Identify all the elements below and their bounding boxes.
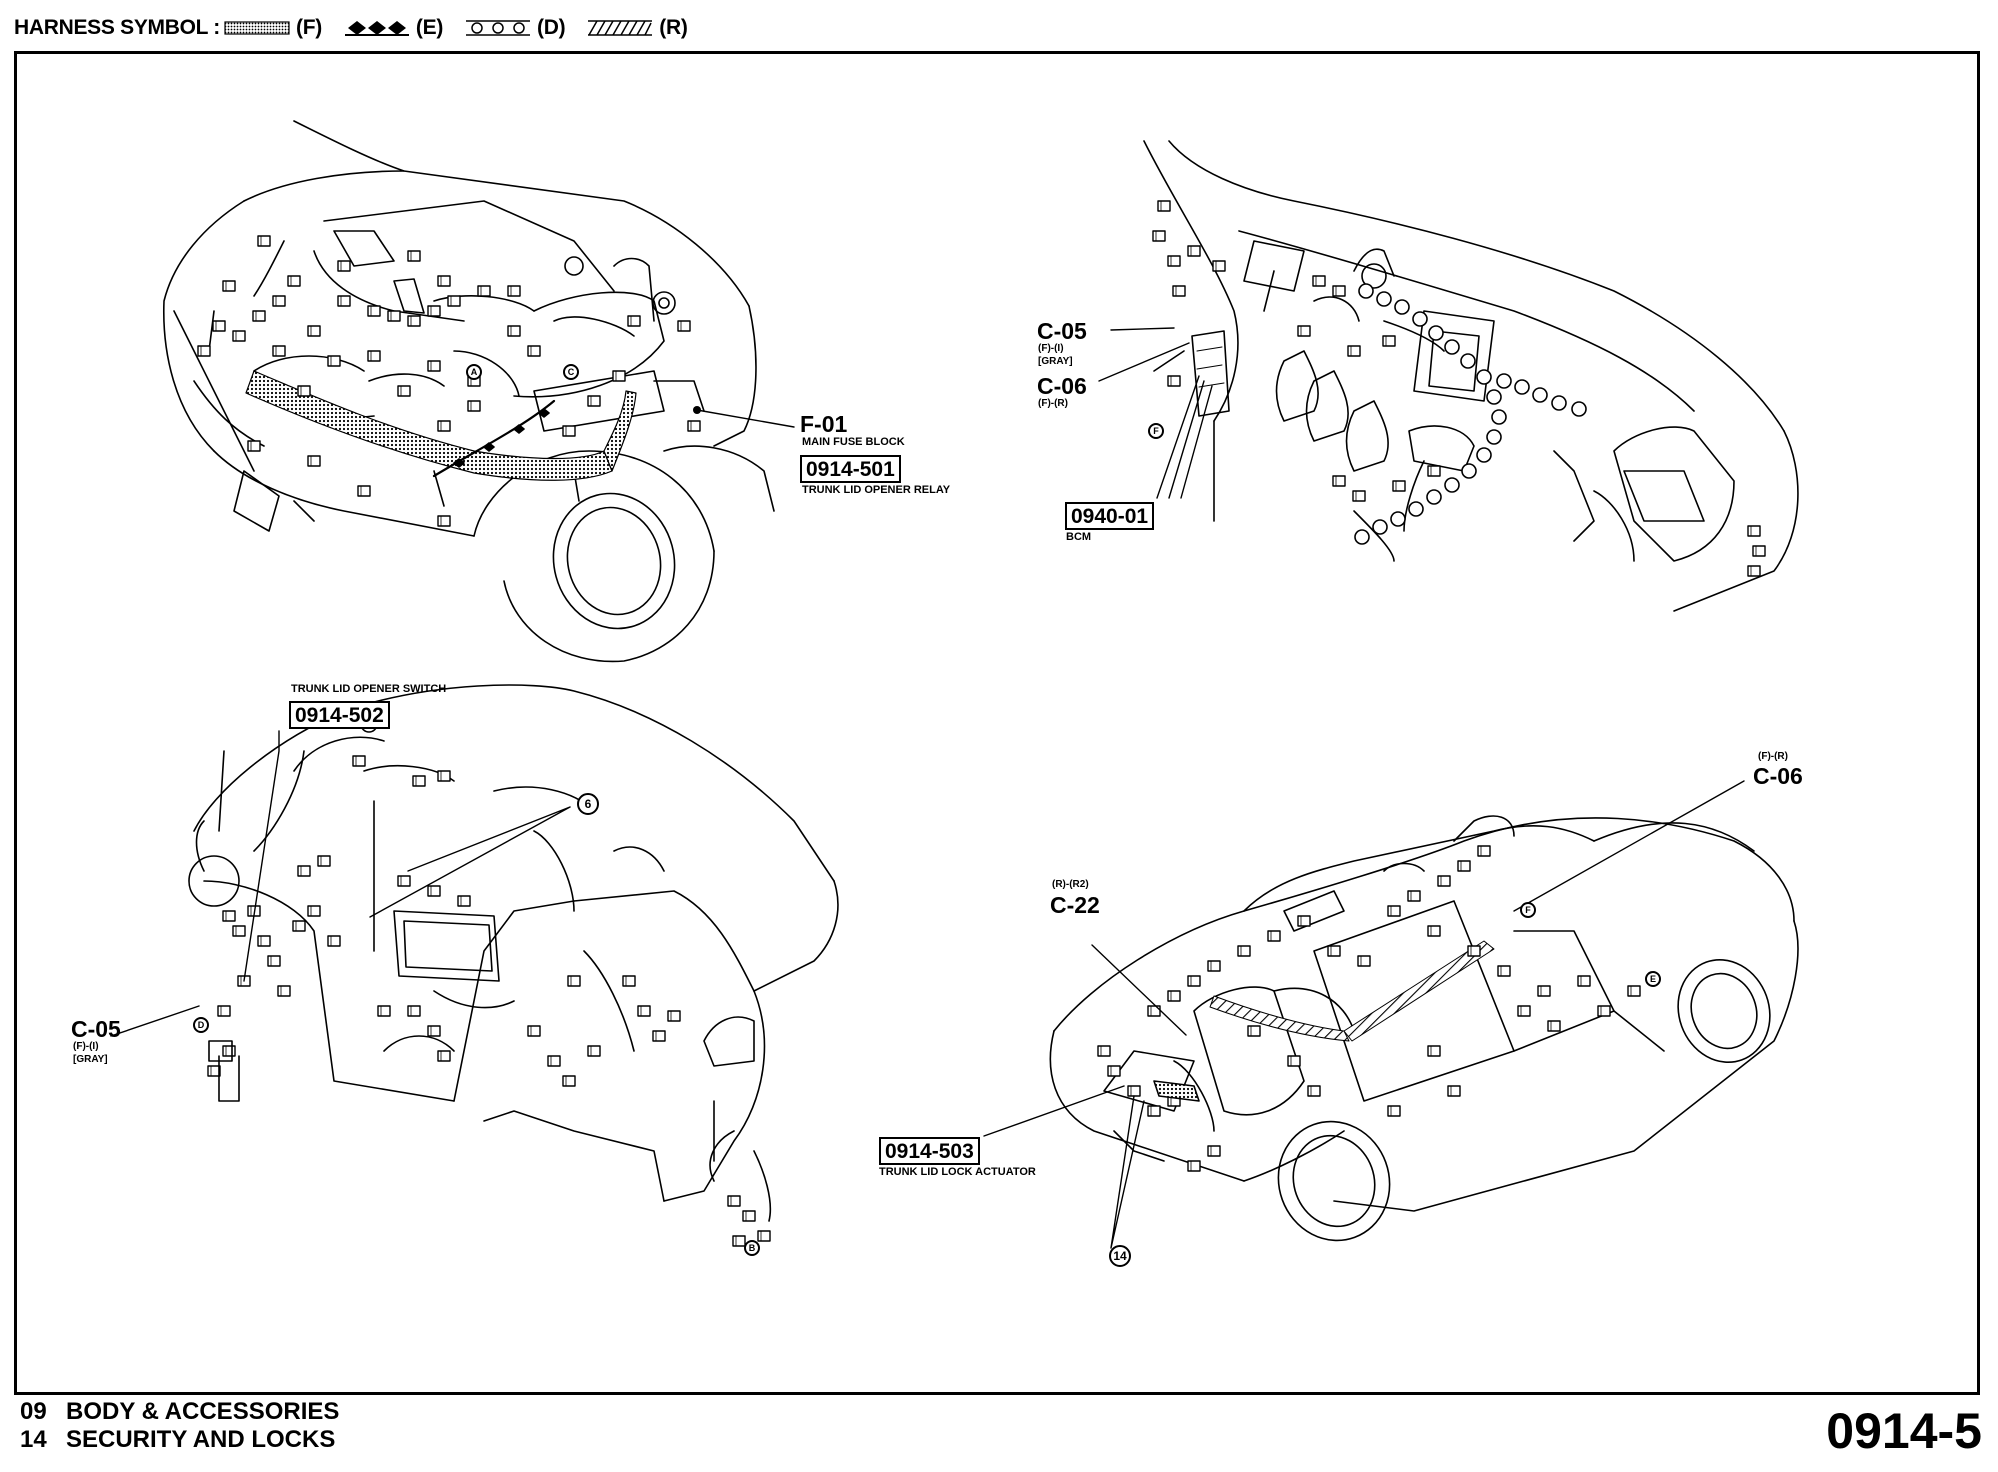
c22-code: C-22 [1050, 892, 1100, 918]
harness-symbol-legend: HARNESS SYMBOL : (F) (E) (D) [14, 12, 710, 44]
legend-code-e: (E) [415, 16, 444, 39]
footer-section-2: 14 SECURITY AND LOCKS [20, 1426, 335, 1454]
marker-f-2: F [1520, 902, 1536, 918]
ref-0914-501: 0914-501 [800, 455, 901, 483]
diagram-frame [14, 51, 1980, 1395]
legend-item-d: (D) [465, 16, 566, 40]
c05-top-sub2: [GRAY] [1038, 356, 1073, 367]
legend-code-f: (F) [296, 16, 322, 39]
hatched-harness-icon [588, 20, 653, 36]
diamond-harness-icon [344, 21, 409, 36]
ref-0940-01: 0940-01 [1065, 502, 1155, 530]
marker-b: B [744, 1240, 760, 1256]
c05-bot-sub2: [GRAY] [73, 1054, 108, 1065]
marker-f: F [1148, 423, 1164, 439]
ground-marker-6: 6 [577, 793, 599, 815]
f01-code: F-01 [800, 411, 848, 437]
leader-lines [110, 327, 1745, 1249]
footer-section-1: 09 BODY & ACCESSORIES [20, 1398, 339, 1426]
dashboard-interior-drawing [1143, 140, 1799, 612]
c06-top-code: C-06 [1037, 373, 1087, 399]
page-number: 0914-5 [1826, 1403, 1982, 1459]
r503-name: TRUNK LID LOCK ACTUATOR [879, 1166, 1036, 1178]
wiring-diagram-art [110, 120, 1799, 1249]
footer-line1-text: BODY & ACCESSORIES [66, 1398, 340, 1425]
ref-0914-502: 0914-502 [289, 701, 390, 729]
r0940-name: BCM [1066, 531, 1092, 543]
footer-line1-num: 09 [20, 1398, 47, 1425]
ref-0914-503: 0914-503 [879, 1137, 980, 1165]
marker-e: E [1645, 971, 1661, 987]
c06-bot-sub1: (F)-(R) [1758, 751, 1788, 762]
c06-bot-code: C-06 [1753, 763, 1803, 789]
legend-code-d: (D) [537, 16, 566, 39]
legend-item-e: (E) [344, 16, 443, 40]
legend-code-r: (R) [659, 16, 688, 39]
c22-sub1: (R)-(R2) [1052, 879, 1089, 890]
marker-c: C [563, 364, 579, 380]
fuse-block-dot [693, 406, 701, 414]
dotted-harness-icon [224, 21, 290, 35]
car-body-drawing [1049, 815, 1799, 1242]
f01-name: MAIN FUSE BLOCK [802, 436, 905, 448]
footer-line2-num: 14 [20, 1426, 47, 1453]
r502-name: TRUNK LID OPENER SWITCH [291, 683, 447, 695]
legend-item-r: (R) [587, 16, 688, 40]
legend-title: HARNESS SYMBOL : [14, 16, 220, 39]
c05-bot-code: C-05 [71, 1016, 121, 1042]
circle-harness-icon [466, 20, 531, 36]
engine-compartment-drawing [162, 120, 775, 663]
instrument-panel-drawing [188, 684, 839, 1247]
footer-line2-text: SECURITY AND LOCKS [66, 1426, 336, 1453]
c05-bot-sub1: (F)-(I) [73, 1041, 99, 1052]
marker-a: A [466, 364, 482, 380]
legend-item-f: (F) [224, 16, 322, 40]
r501-name: TRUNK LID OPENER RELAY [802, 484, 951, 496]
c06-top-sub1: (F)-(R) [1038, 398, 1068, 409]
c05-top-code: C-05 [1037, 318, 1087, 344]
ground-marker-14: 14 [1109, 1245, 1131, 1267]
marker-d: D [193, 1017, 209, 1033]
c05-top-sub1: (F)-(I) [1038, 343, 1064, 354]
